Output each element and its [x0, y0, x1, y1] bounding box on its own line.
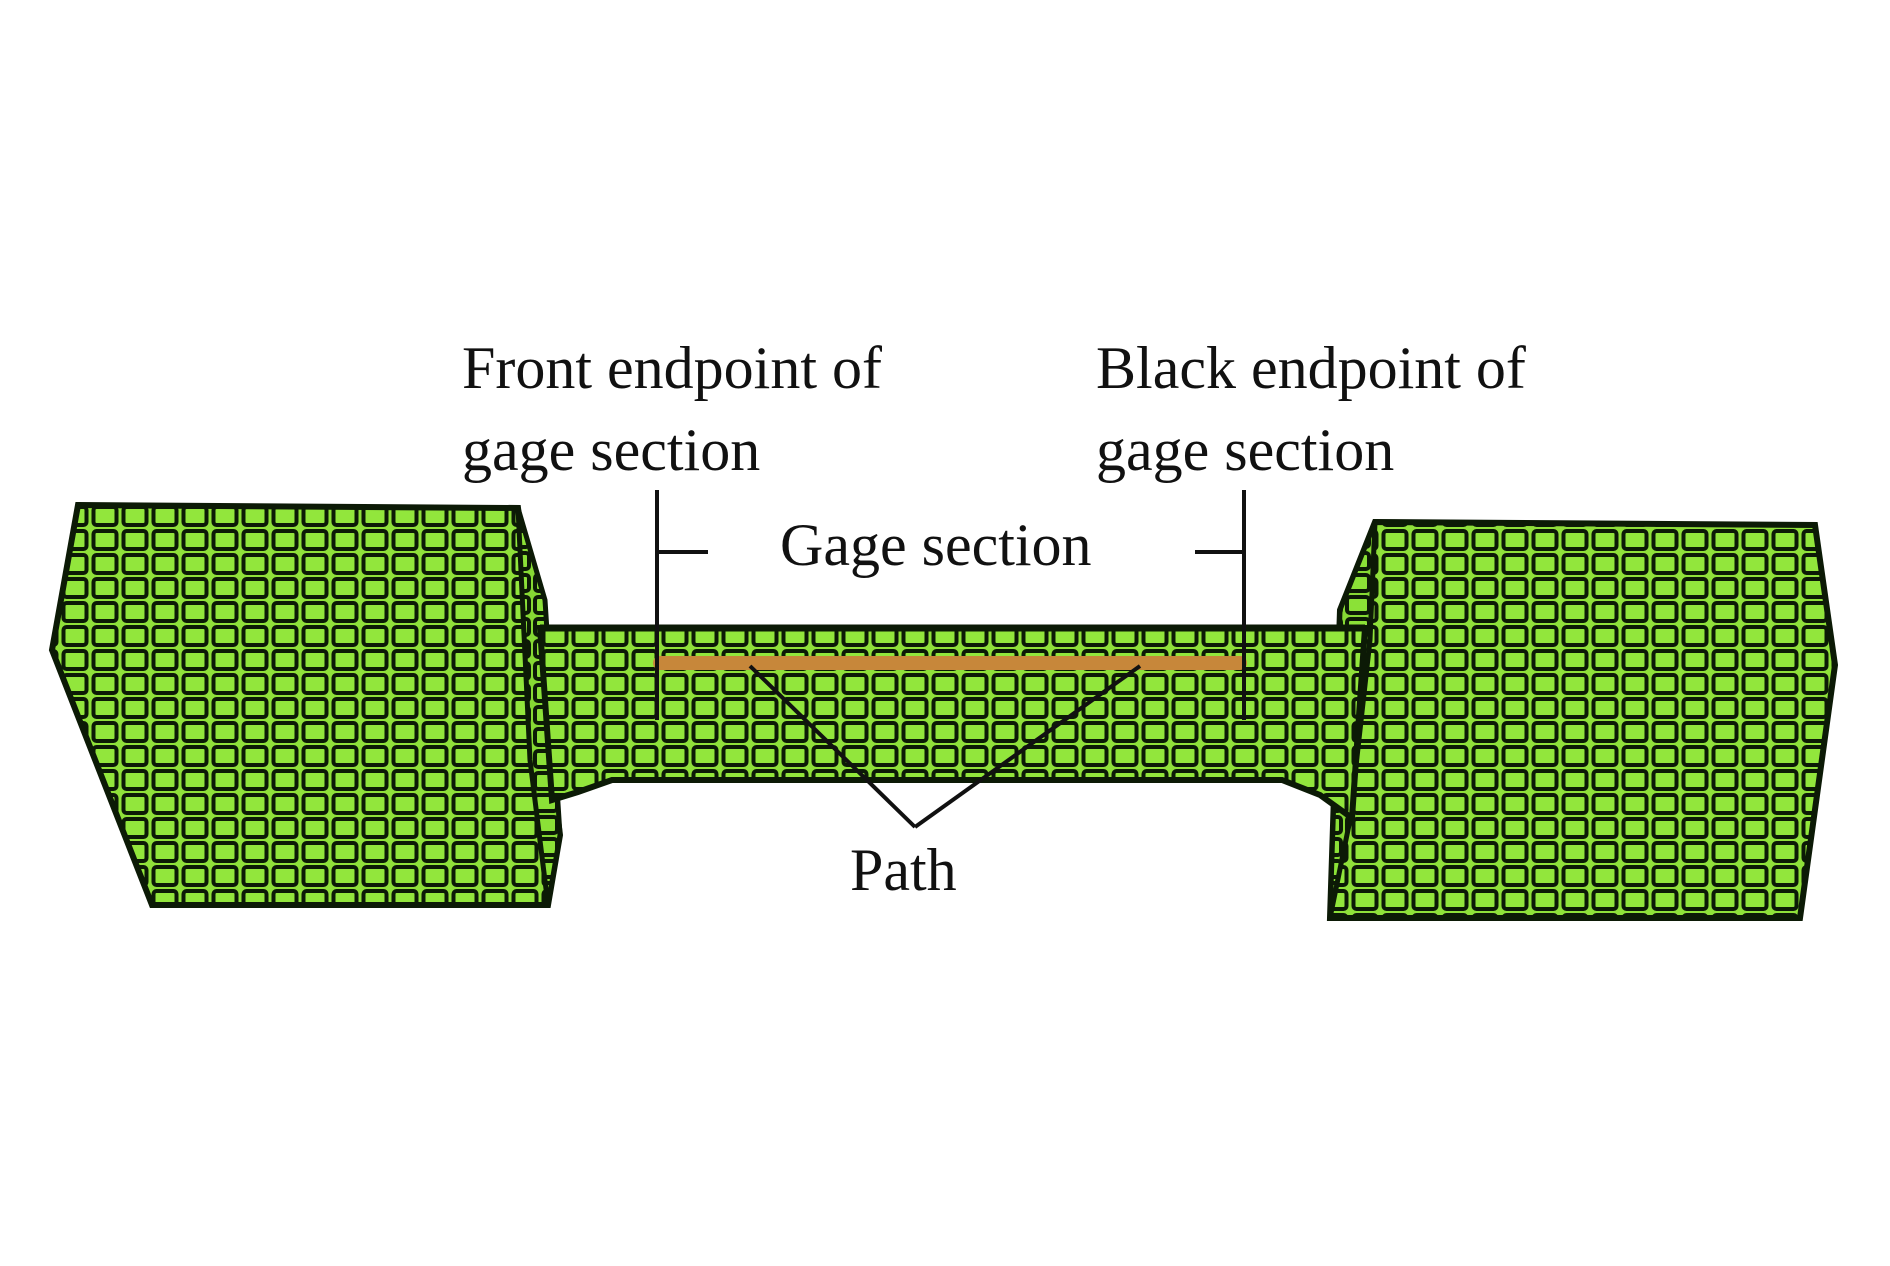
gage-section-body [536, 624, 1369, 824]
path-leader-lines [748, 664, 1142, 829]
left-grip-front-face [48, 501, 564, 908]
back-endpoint-label-line2: gage section [1096, 417, 1394, 483]
gage-section-label: Gage section [780, 512, 1092, 578]
left-grip-block [48, 501, 564, 908]
front-endpoint-label-line2: gage section [462, 417, 760, 483]
path-label: Path [850, 837, 957, 903]
back-endpoint-label: Black endpoint of gage section [1096, 335, 1541, 483]
front-endpoint-label: Front endpoint of gage section [462, 335, 897, 483]
back-endpoint-marker [1195, 490, 1246, 720]
right-grip-front-face [1326, 518, 1839, 921]
gage-section-face [536, 625, 1369, 824]
left-grip-side-face [515, 507, 563, 906]
right-grip-block [1326, 518, 1839, 921]
front-endpoint-label-line1: Front endpoint of [462, 335, 882, 401]
front-endpoint-marker [655, 490, 708, 720]
back-endpoint-label-line1: Black endpoint of [1096, 335, 1526, 401]
